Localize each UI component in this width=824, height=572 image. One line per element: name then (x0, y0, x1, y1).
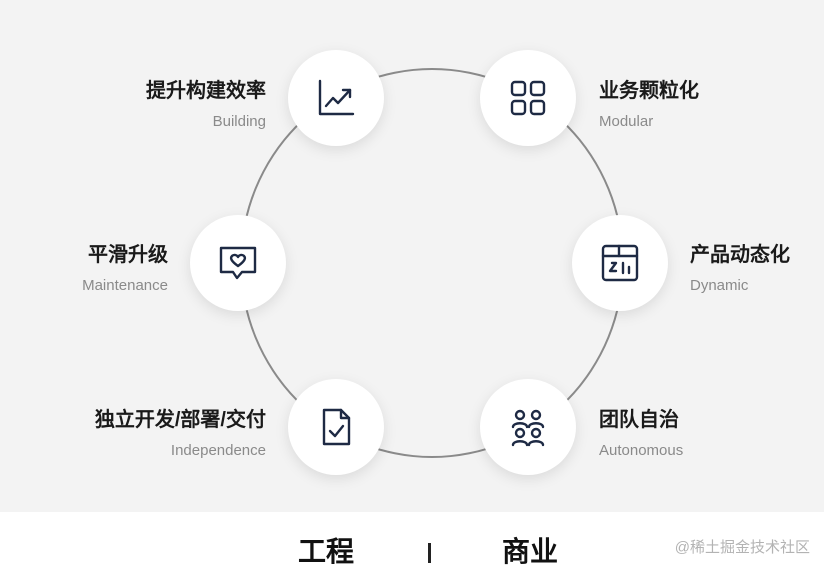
team-icon (511, 409, 545, 447)
maintenance-subtitle: Maintenance (82, 277, 168, 294)
footer-divider (428, 543, 431, 563)
modular-node (480, 50, 576, 146)
autonomous-label: 团队自治 Autonomous (599, 407, 824, 462)
building-subtitle: Building (212, 113, 266, 130)
independence-label: 独立开发/部署/交付 Independence (26, 407, 266, 462)
independence-subtitle: Independence (170, 442, 266, 459)
grid-icon (510, 80, 546, 116)
document-check-icon (322, 408, 351, 446)
watermark: @稀土掘金技术社区 (674, 539, 810, 556)
autonomous-node (480, 379, 576, 475)
trend-chart-icon (318, 79, 355, 116)
building-node (288, 50, 384, 146)
maintenance-title: 平滑升级 (88, 244, 168, 266)
dynamic-subtitle: Dynamic (690, 277, 749, 294)
layout-panel-icon (601, 244, 639, 282)
independence-node (288, 379, 384, 475)
heart-screen-icon (219, 246, 257, 280)
autonomous-title: 团队自治 (599, 409, 679, 431)
modular-subtitle: Modular (599, 113, 654, 130)
building-label: 提升构建效率 Building (26, 78, 266, 133)
dynamic-node (572, 215, 668, 311)
independence-title: 独立开发/部署/交付 (94, 409, 266, 431)
modular-title: 业务颗粒化 (599, 80, 699, 102)
autonomous-subtitle: Autonomous (599, 442, 684, 459)
dynamic-label: 产品动态化 Dynamic (690, 242, 824, 297)
building-title: 提升构建效率 (146, 80, 266, 102)
footer-engineering: 工程 (298, 536, 355, 567)
footer-business: 商业 (502, 536, 559, 567)
modular-label: 业务颗粒化 Modular (599, 78, 824, 133)
dynamic-title: 产品动态化 (690, 244, 790, 266)
maintenance-label: 平滑升级 Maintenance (0, 242, 168, 297)
maintenance-node (190, 215, 286, 311)
